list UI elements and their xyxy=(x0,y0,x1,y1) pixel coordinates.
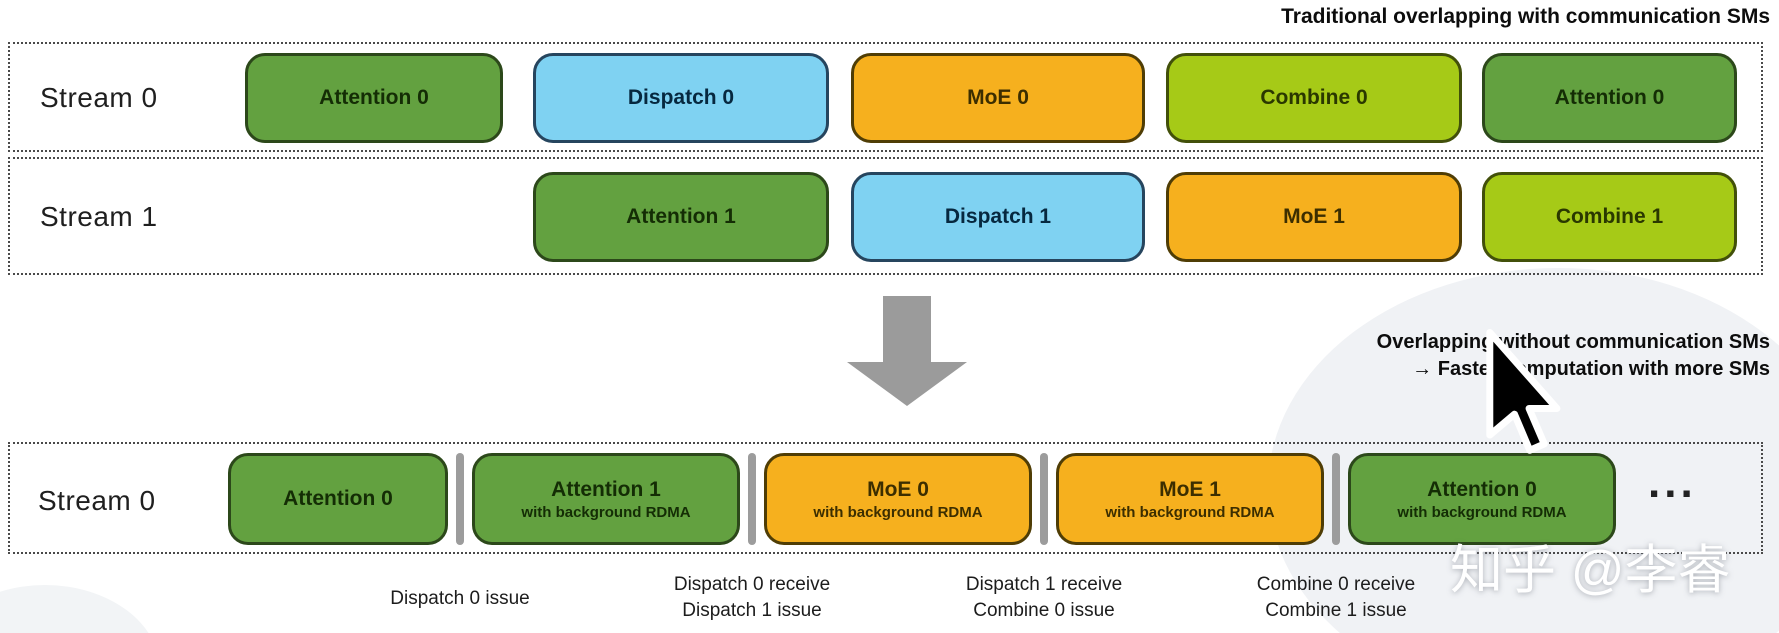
annotation-c0-receive-c1-issue: Combine 0 receive Combine 1 issue xyxy=(1196,572,1476,624)
annotation-line: Combine 0 receive xyxy=(1256,574,1416,595)
title-overlapping-without-sms: Overlapping without communication SMs → … xyxy=(1377,329,1770,383)
stream1-label-top: Stream 1 xyxy=(40,201,158,232)
box-title: MoE 0 xyxy=(867,477,929,501)
down-arrow-icon xyxy=(847,362,967,406)
box-attention-0-next: Attention 0 xyxy=(1482,53,1737,143)
stream0-label-top: Stream 0 xyxy=(40,82,158,113)
box-moe-1-rdma: MoE 1 with background RDMA xyxy=(1056,453,1324,545)
box-title: Attention 1 xyxy=(551,477,661,501)
background-blob-bottom-left xyxy=(0,585,160,633)
stage-separator-2 xyxy=(748,453,756,545)
stream0-label-bottom: Stream 0 xyxy=(38,485,156,516)
box-subtitle: with background RDMA xyxy=(1105,503,1275,521)
stream0-container-bottom xyxy=(8,442,1763,554)
box-moe-0: MoE 0 xyxy=(851,53,1145,143)
annotation-dispatch0-issue: Dispatch 0 issue xyxy=(320,572,600,612)
stage-separator-1 xyxy=(456,453,464,545)
mouse-cursor-icon xyxy=(1486,328,1561,454)
box-label: Attention 1 xyxy=(626,205,736,228)
box-moe-0-rdma: MoE 0 with background RDMA xyxy=(764,453,1032,545)
annotation-line: Combine 0 issue xyxy=(973,600,1115,621)
box-attention-1-rdma: Attention 1 with background RDMA xyxy=(472,453,740,545)
box-label: MoE 1 xyxy=(1283,205,1345,228)
annotation-d1-receive-c0-issue: Dispatch 1 receive Combine 0 issue xyxy=(904,572,1184,624)
box-label: Dispatch 0 xyxy=(627,86,735,109)
box-title: Attention 0 xyxy=(283,487,393,510)
title-line-2: → Faster computation with more SMs xyxy=(1412,358,1770,380)
box-subtitle: with background RDMA xyxy=(1397,503,1567,521)
box-label: Combine 0 xyxy=(1260,86,1368,109)
box-label: Dispatch 1 xyxy=(944,205,1052,228)
title-traditional-overlapping: Traditional overlapping with communicati… xyxy=(1281,5,1770,28)
box-dispatch-1: Dispatch 1 xyxy=(851,172,1145,262)
box-label: Attention 0 xyxy=(319,86,429,109)
box-attention-0: Attention 0 xyxy=(245,53,503,143)
annotation-line: Dispatch 0 issue xyxy=(390,588,530,609)
annotation-line: Combine 1 issue xyxy=(1265,600,1407,621)
stage-separator-4 xyxy=(1332,453,1340,545)
box-label: MoE 0 xyxy=(967,86,1029,109)
down-arrow-shaft xyxy=(883,296,931,363)
box-attention-1: Attention 1 xyxy=(533,172,829,262)
zhihu-watermark: 知乎 @李睿 xyxy=(1450,541,1731,600)
box-dispatch-0: Dispatch 0 xyxy=(533,53,829,143)
stream1-container-top xyxy=(8,157,1763,275)
annotation-line: Dispatch 0 receive xyxy=(673,574,831,595)
box-attention-0-fused: Attention 0 xyxy=(228,453,448,545)
box-combine-0: Combine 0 xyxy=(1166,53,1462,143)
annotation-line: Dispatch 1 receive xyxy=(965,574,1123,595)
box-subtitle: with background RDMA xyxy=(521,503,691,521)
box-moe-1: MoE 1 xyxy=(1166,172,1462,262)
box-attention-0-next-rdma: Attention 0 with background RDMA xyxy=(1348,453,1616,545)
box-label: Combine 1 xyxy=(1555,205,1664,228)
box-label: Attention 0 xyxy=(1554,86,1665,109)
annotation-d0-receive-d1-issue: Dispatch 0 receive Dispatch 1 issue xyxy=(612,572,892,624)
box-title: Attention 0 xyxy=(1427,477,1537,501)
annotation-line: Dispatch 1 issue xyxy=(682,600,822,621)
ellipsis-continuation: ... xyxy=(1648,458,1697,507)
title-line-1: Overlapping without communication SMs xyxy=(1376,331,1770,353)
stream0-container-top xyxy=(8,42,1763,152)
box-subtitle: with background RDMA xyxy=(813,503,983,521)
stage-separator-3 xyxy=(1040,453,1048,545)
box-combine-1: Combine 1 xyxy=(1482,172,1737,262)
box-title: MoE 1 xyxy=(1159,477,1221,501)
